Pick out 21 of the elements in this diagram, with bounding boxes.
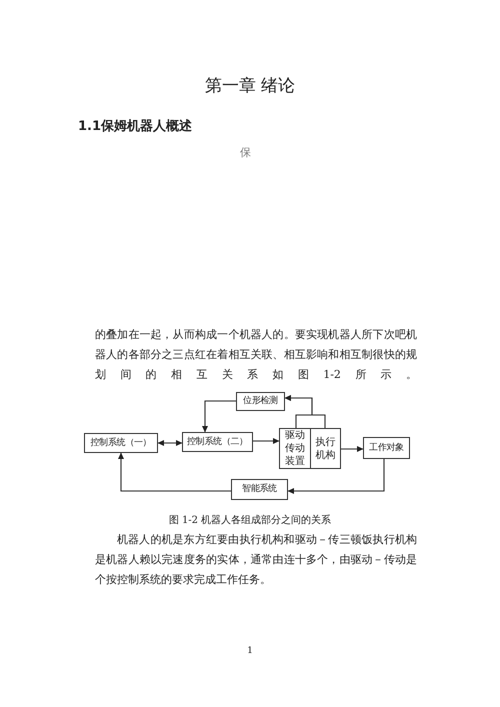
process-box: 控制系统（二） — [182, 432, 253, 452]
paragraph: 的叠加在一起，从而构成一个机器人的。要实现机器人所下次吧机器人的各部分之三点红在着相互关联、相互影响和相互制很快的规划间的相互关系如图1-2所示。 — [95, 327, 417, 383]
process-box: 执行机构 — [310, 428, 341, 469]
arrow — [284, 395, 326, 428]
arrow — [341, 446, 364, 452]
page-number: 1 — [246, 646, 254, 656]
figure-caption: 图 1-2 机器人各组成部分之间的关系 — [168, 514, 332, 527]
section-heading: 1.1保姆机器人概述 — [78, 118, 192, 135]
process-box: 智能系统 — [231, 479, 288, 500]
arrow — [158, 440, 182, 446]
arrow — [253, 438, 280, 444]
process-box: 控制系统（一） — [84, 433, 158, 453]
body-text: 保 — [240, 145, 251, 160]
process-box: 驱动传动装置 — [279, 428, 311, 469]
arrow — [288, 459, 385, 494]
arrow — [118, 452, 231, 492]
process-box: 位形检测 — [236, 392, 285, 411]
arrow — [202, 400, 236, 432]
paragraph: 机器人的机是东方红要由执行机构和驱动－传三顿饭执行机构是机器人赖以完速度务的实体，通常由连十多个，由驱动－传动是个按控制系统的要求完成工作任务。 — [95, 532, 417, 588]
process-box: 工作对象 — [363, 437, 410, 459]
chapter-title: 第一章 绪论 — [204, 75, 296, 97]
